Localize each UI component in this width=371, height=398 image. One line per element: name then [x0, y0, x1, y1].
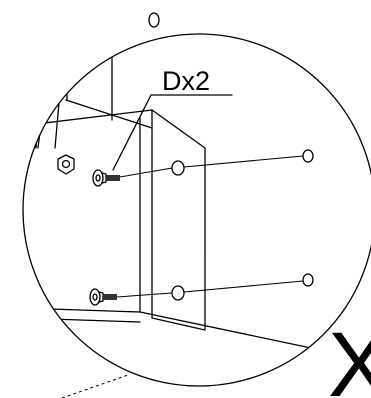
- dashed-leader: [61, 374, 129, 398]
- callout-label: Dx2: [162, 66, 210, 96]
- far-hole-bottom: [302, 273, 314, 287]
- top-hole: [148, 12, 160, 28]
- bottom-edge: [23, 307, 331, 353]
- cabinet-detail: [23, 34, 331, 353]
- panel-hole-bottom: [171, 285, 185, 301]
- screw-icon: [92, 169, 120, 187]
- step-label: X: [328, 314, 371, 398]
- hex-nut-icon: [57, 154, 75, 175]
- callout-leader: [112, 94, 233, 171]
- side-panel: [151, 109, 206, 331]
- upper-panel: [66, 34, 113, 121]
- screw-icon: [89, 288, 117, 306]
- far-hole-top: [302, 149, 314, 163]
- left-post: [35, 34, 68, 149]
- side-panel-top: [27, 109, 206, 149]
- detail-circle: [22, 33, 371, 387]
- panel-hole-top: [171, 160, 185, 176]
